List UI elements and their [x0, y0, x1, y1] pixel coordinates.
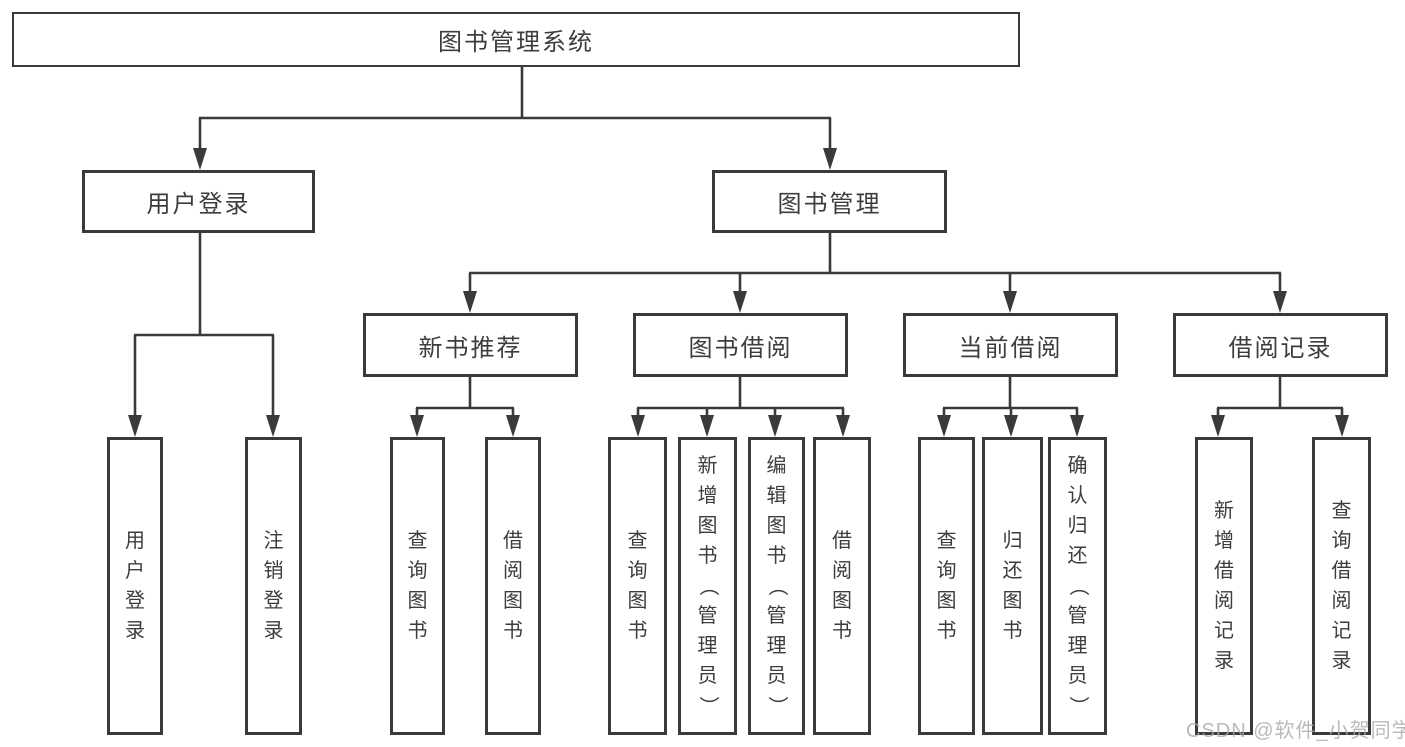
node-label: 图书借阅	[688, 334, 793, 362]
node-label: 确认归还（管理员）	[1066, 455, 1089, 716]
node-label: 新增借阅记录	[1214, 500, 1234, 672]
leaf-add-borrow-record: 新增借阅记录	[1195, 437, 1253, 735]
node-label: 图书管理系统	[438, 29, 594, 56]
node-label: 新增图书（管理员）	[696, 455, 719, 716]
leaf-user-login: 用户登录	[107, 437, 163, 735]
leaf-query-books-borrow: 查询图书	[608, 437, 667, 735]
node-label: 借阅图书	[832, 530, 852, 642]
node-label: 查询图书	[936, 530, 957, 642]
leaf-query-books-newbook: 查询图书	[390, 437, 445, 735]
node-label: 用户登录	[125, 530, 145, 642]
leaf-add-books-admin: 新增图书（管理员）	[678, 437, 737, 735]
node-label: 图书管理	[777, 191, 882, 218]
leaf-edit-books-admin: 编辑图书（管理员）	[748, 437, 805, 735]
node-user-login: 用户登录	[82, 170, 315, 233]
node-current-borrow: 当前借阅	[903, 313, 1118, 377]
leaf-logout: 注销登录	[245, 437, 302, 735]
node-label: 借阅图书	[503, 530, 523, 642]
node-label: 注销登录	[263, 530, 284, 642]
node-label: 用户登录	[146, 191, 251, 218]
node-label: 查询借阅记录	[1331, 500, 1352, 672]
watermark: CSDN @软件_小贺同学	[1186, 720, 1405, 742]
node-label: 借阅记录	[1228, 334, 1333, 362]
leaf-confirm-return-admin: 确认归还（管理员）	[1048, 437, 1107, 735]
node-book-management: 图书管理	[712, 170, 947, 233]
node-label: 编辑图书（管理员）	[765, 455, 788, 716]
node-library-management-system: 图书管理系统	[12, 12, 1020, 67]
node-borrow-records: 借阅记录	[1173, 313, 1388, 377]
leaf-query-borrow-record: 查询借阅记录	[1312, 437, 1371, 735]
leaf-borrow-books-newbook: 借阅图书	[485, 437, 541, 735]
node-label: 查询图书	[627, 530, 648, 642]
leaf-return-books: 归还图书	[982, 437, 1043, 735]
leaf-borrow-books-borrow: 借阅图书	[813, 437, 871, 735]
node-new-book-recommend: 新书推荐	[363, 313, 578, 377]
node-label: 新书推荐	[418, 334, 523, 362]
leaf-query-books-current: 查询图书	[918, 437, 975, 735]
node-label: 归还图书	[1002, 530, 1023, 642]
node-label: 查询图书	[407, 530, 428, 642]
node-label: 当前借阅	[958, 334, 1063, 362]
node-book-borrow: 图书借阅	[633, 313, 848, 377]
